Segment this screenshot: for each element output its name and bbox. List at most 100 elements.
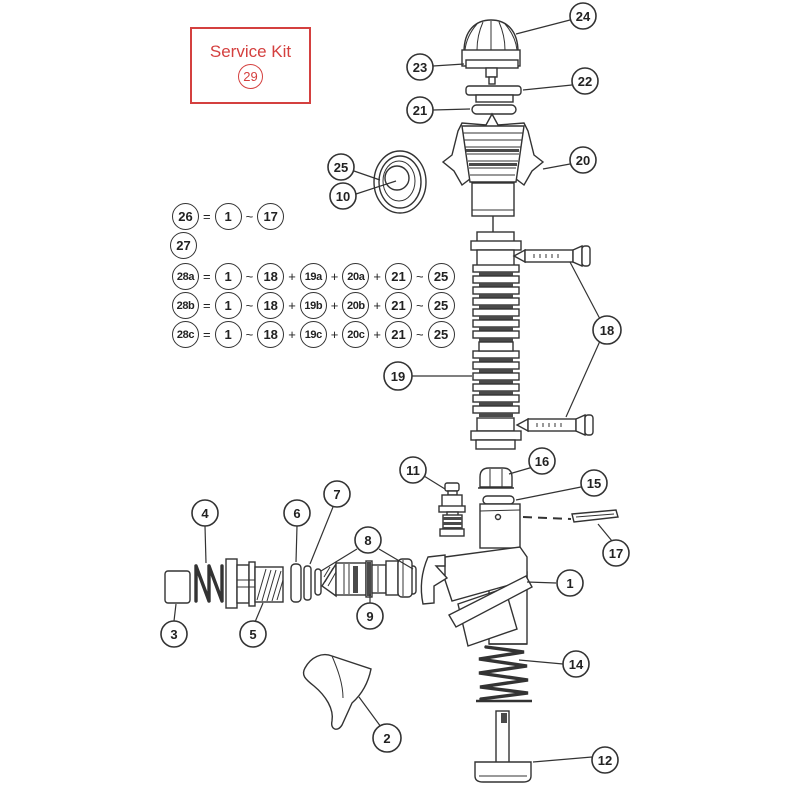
formula-operator: ~: [245, 298, 254, 313]
callout-22: 22: [571, 67, 599, 95]
callout-24: 24: [569, 2, 597, 30]
leader-3: [173, 603, 177, 622]
leader-7: [309, 506, 334, 565]
leader-11: [423, 475, 446, 490]
svg-text:12: 12: [598, 753, 612, 768]
callout-5: 5: [239, 620, 267, 648]
part-18-screw-bottom-drawing: [516, 414, 594, 436]
part-18-screw-top-drawing: [513, 245, 591, 267]
callout-8: 8: [354, 526, 382, 554]
formula-kit-28b: 28b=1~18+19b+20b+21~25: [172, 292, 455, 319]
leader-23: [432, 63, 465, 67]
part-17-bar-drawing: [571, 509, 619, 523]
formula-circle-25: 25: [427, 292, 455, 319]
svg-text:4: 4: [201, 506, 209, 521]
formula-operator: ~: [245, 209, 254, 224]
formula-operator: ~: [415, 298, 424, 313]
formula-circle-21: 21: [384, 263, 412, 290]
svg-text:14: 14: [569, 657, 584, 672]
part-19-tube-drawing: [470, 231, 522, 450]
leader-6: [295, 525, 298, 563]
formula-kit-27: 27: [170, 232, 197, 259]
part-14-spring-drawing: [476, 645, 532, 703]
formula-operator: +: [288, 298, 296, 313]
svg-text:21: 21: [413, 103, 427, 118]
formula-circle-20a: 20a: [342, 263, 370, 290]
leader-25: [353, 170, 381, 181]
formula-circle-28b: 28b: [172, 292, 199, 319]
tube-ribs: [472, 264, 520, 417]
svg-text:10: 10: [336, 189, 350, 204]
svg-text:17: 17: [609, 546, 623, 561]
formula-operator: +: [373, 298, 381, 313]
formula-operator: +: [330, 269, 339, 284]
part-8-oring-left-drawing: [314, 568, 322, 596]
formula-operator: +: [373, 327, 381, 342]
formula-circle-18: 18: [257, 263, 285, 290]
svg-text:15: 15: [587, 476, 601, 491]
formula-operator: ~: [245, 327, 254, 342]
part-16-nut-drawing: [478, 467, 514, 489]
part-25-10-seal-drawing: [373, 150, 427, 214]
svg-text:6: 6: [293, 506, 300, 521]
leader-14: [518, 659, 564, 665]
svg-text:19: 19: [391, 369, 405, 384]
callout-14: 14: [562, 650, 590, 678]
formula-kit-28a: 28a=1~18+19a+20a+21~25: [172, 263, 455, 290]
callout-18: 18: [592, 315, 622, 345]
part-12-plunger-drawing: [474, 710, 532, 783]
callout-20: 20: [569, 146, 597, 174]
svg-text:22: 22: [578, 74, 592, 89]
callout-7: 7: [323, 480, 351, 508]
formula-operator: =: [203, 209, 211, 224]
part-4-spring-drawing: [194, 564, 224, 603]
callout-23: 23: [406, 53, 434, 81]
leader-1: [526, 581, 557, 584]
callout-1: 1: [556, 569, 584, 597]
leader-18-top: [569, 261, 601, 320]
part-11-valve-drawing: [438, 482, 466, 537]
part-1-body-drawing: [420, 503, 533, 647]
formula-circle-19c: 19c: [299, 321, 327, 348]
formula-circle-26: 26: [172, 203, 199, 230]
formula-circle-19a: 19a: [299, 263, 327, 290]
formula-kit-28c: 28c=1~18+19c+20c+21~25: [172, 321, 455, 348]
part-15-ring-drawing: [482, 495, 515, 505]
part-5-piston-drawing: [225, 558, 284, 609]
svg-text:16: 16: [535, 454, 549, 469]
svg-text:23: 23: [413, 60, 427, 75]
service-kit-number: 29: [238, 63, 263, 89]
leader-12: [532, 756, 593, 763]
part-2-deflector-drawing: [302, 653, 372, 730]
formula-circle-18: 18: [257, 292, 285, 319]
part-24-cap-drawing: [461, 19, 521, 67]
svg-text:3: 3: [170, 627, 177, 642]
formula-operator: =: [203, 298, 211, 313]
part-6-washer-drawing: [290, 563, 302, 603]
leader-10: [355, 180, 397, 195]
formula-operator: ~: [245, 269, 254, 284]
service-kit-title: Service Kit: [209, 41, 292, 61]
formula-circle-19b: 19b: [299, 292, 327, 319]
formula-circle-1: 1: [214, 263, 242, 290]
callout-4: 4: [191, 499, 219, 527]
formula-circle-20b: 20b: [342, 292, 370, 319]
leader-22: [522, 84, 573, 91]
formula-circle-21: 21: [384, 321, 412, 348]
formula-operator: ~: [415, 269, 424, 284]
svg-text:5: 5: [249, 627, 256, 642]
formula-circle-28c: 28c: [172, 321, 199, 348]
formula-circle-1: 1: [214, 292, 242, 319]
part-9-cartridge-drawing: [321, 558, 413, 598]
part-21-oring-drawing: [471, 104, 517, 115]
svg-text:2: 2: [383, 731, 390, 746]
formula-circle-25: 25: [427, 263, 455, 290]
part-7-washer-drawing: [303, 565, 312, 601]
leader-5: [254, 602, 264, 623]
leader-16: [508, 466, 534, 475]
formula-operator: =: [203, 327, 211, 342]
formula-operator: +: [330, 298, 339, 313]
callout-6: 6: [283, 499, 311, 527]
